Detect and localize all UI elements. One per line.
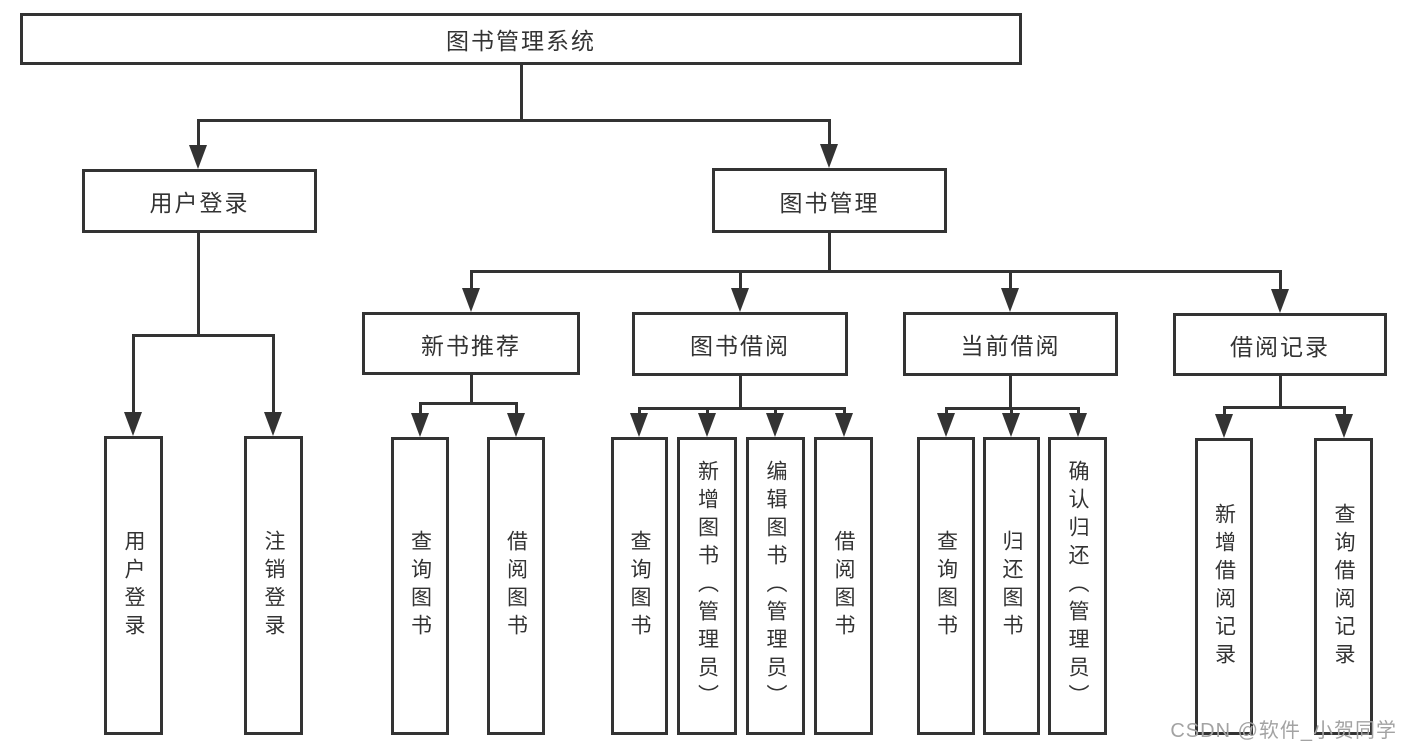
connector-line (418, 403, 422, 416)
connector-line (1076, 408, 1080, 416)
arrowhead-icon (264, 412, 282, 436)
node-library-system: 图书管理系统 (20, 13, 1022, 65)
connector-line (773, 408, 777, 416)
node-book-management-label: 图书管理 (779, 189, 880, 216)
leaf-query-books-current: 查询图书 (917, 437, 975, 735)
leaf-query-borrow-record: 查询借阅记录 (1314, 438, 1373, 735)
leaf-confirm-return-admin-label: 确认归还（管理员） (1066, 460, 1089, 712)
leaf-query-books-borrowing-label: 查询图书 (628, 530, 651, 642)
connector-line (469, 269, 1282, 273)
leaf-add-book-admin: 新增图书（管理员） (677, 437, 737, 735)
connector-line (514, 403, 518, 416)
connector-line (1342, 407, 1346, 417)
arrowhead-icon (820, 144, 838, 168)
leaf-edit-book-admin: 编辑图书（管理员） (746, 437, 805, 735)
connector-line (196, 118, 831, 122)
arrowhead-icon (189, 145, 207, 169)
node-new-book-recommend: 新书推荐 (362, 312, 580, 375)
arrowhead-icon (1002, 413, 1020, 437)
connector-line (827, 233, 831, 272)
connector-line (1278, 376, 1282, 408)
leaf-borrow-books-recommend: 借阅图书 (487, 437, 545, 735)
leaf-borrow-books-recommend-label: 借阅图书 (504, 530, 528, 642)
node-book-management: 图书管理 (712, 168, 947, 233)
connector-line (469, 271, 473, 291)
leaf-borrow-books-borrowing: 借阅图书 (814, 437, 873, 735)
connector-line (1008, 271, 1012, 292)
connector-line (944, 406, 1080, 410)
arrowhead-icon (507, 413, 525, 437)
arrowhead-icon (1215, 414, 1233, 438)
leaf-return-books-label: 归还图书 (1000, 530, 1023, 642)
arrowhead-icon (1271, 289, 1289, 313)
leaf-query-books-borrowing: 查询图书 (611, 437, 668, 735)
arrowhead-icon (1001, 288, 1019, 312)
leaf-user-login: 用户登录 (104, 436, 163, 735)
leaf-user-login-label: 用户登录 (122, 529, 145, 642)
node-borrowing-records: 借阅记录 (1173, 313, 1387, 376)
leaf-logout-label: 注销登录 (262, 529, 285, 642)
leaf-confirm-return-admin: 确认归还（管理员） (1048, 437, 1107, 735)
node-user-login-label: 用户登录 (149, 190, 250, 216)
arrowhead-icon (124, 412, 142, 436)
arrowhead-icon (937, 413, 955, 437)
arrowhead-icon (1335, 414, 1353, 438)
connector-line (738, 376, 742, 409)
leaf-logout: 注销登录 (244, 436, 303, 735)
leaf-borrow-books-borrowing-label: 借阅图书 (832, 530, 855, 642)
leaf-add-borrow-record: 新增借阅记录 (1195, 438, 1253, 735)
connector-line (827, 120, 831, 147)
connector-line (519, 65, 523, 121)
arrowhead-icon (766, 413, 784, 437)
connector-line (196, 120, 200, 148)
arrowhead-icon (698, 413, 716, 437)
connector-line (1008, 376, 1012, 409)
leaf-return-books: 归还图书 (983, 437, 1040, 735)
leaf-query-books-recommend-label: 查询图书 (408, 530, 432, 642)
leaf-query-books-recommend: 查询图书 (391, 437, 449, 735)
arrowhead-icon (630, 413, 648, 437)
connector-line (1009, 408, 1013, 416)
arrowhead-icon (411, 413, 429, 437)
node-library-system-label: 图书管理系统 (446, 28, 596, 54)
node-user-login: 用户登录 (82, 169, 317, 233)
connector-line (469, 375, 473, 404)
connector-line (637, 408, 641, 416)
node-new-book-recommend-label: 新书推荐 (421, 332, 521, 359)
node-book-borrowing: 图书借阅 (632, 312, 848, 376)
connector-line (271, 335, 275, 415)
connector-line (842, 408, 846, 416)
arrowhead-icon (1069, 413, 1087, 437)
connector-line (196, 233, 200, 336)
leaf-query-books-current-label: 查询图书 (934, 530, 958, 642)
connector-line (1222, 405, 1346, 409)
leaf-query-borrow-record-label: 查询借阅记录 (1332, 502, 1355, 671)
leaf-edit-book-admin-label: 编辑图书（管理员） (764, 460, 787, 712)
arrowhead-icon (731, 288, 749, 312)
connector-line (705, 408, 709, 416)
node-current-borrowing: 当前借阅 (903, 312, 1118, 376)
connector-line (1278, 271, 1282, 293)
arrowhead-icon (462, 288, 480, 312)
connector-line (131, 335, 135, 415)
connector-line (944, 408, 948, 416)
node-current-borrowing-label: 当前借阅 (960, 333, 1061, 359)
connector-line (418, 401, 518, 405)
leaf-add-book-admin-label: 新增图书（管理员） (695, 460, 719, 712)
connector-line (738, 271, 742, 292)
node-book-borrowing-label: 图书借阅 (690, 333, 790, 359)
arrowhead-icon (835, 413, 853, 437)
connector-line (637, 406, 846, 410)
node-borrowing-records-label: 借阅记录 (1230, 333, 1330, 360)
leaf-add-borrow-record-label: 新增借阅记录 (1212, 502, 1236, 671)
connector-line (131, 333, 275, 337)
connector-line (1222, 407, 1226, 417)
watermark: CSDN @软件_小贺同学 (1170, 720, 1397, 742)
